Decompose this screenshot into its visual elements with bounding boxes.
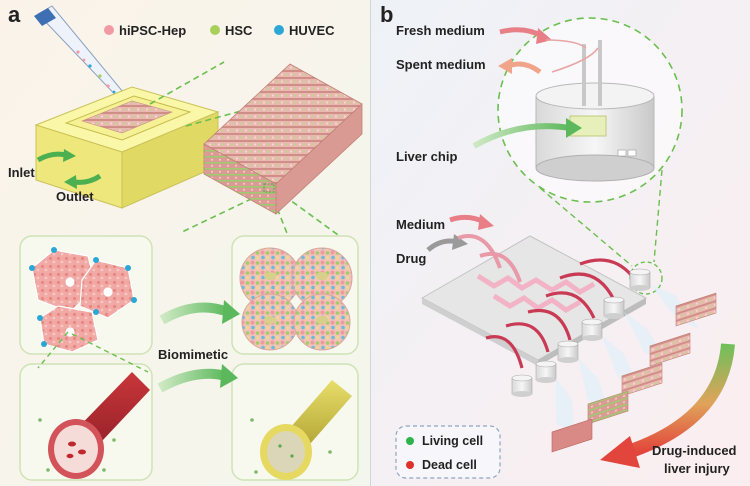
- biomimetic-arrowhead-top: [222, 300, 240, 324]
- liver-chip-label: Liver chip: [396, 149, 458, 164]
- living-cell-label: Living cell: [422, 434, 484, 448]
- biomimetic-arrow-bottom: [157, 368, 228, 393]
- panel-b-letter: b: [380, 2, 394, 27]
- legend-label-huvec: HUVEC: [289, 23, 335, 38]
- inflow-tube: [545, 39, 587, 49]
- dead-cell-label: Dead cell: [422, 458, 477, 472]
- outflow-tube: [551, 47, 599, 73]
- reactor-zoom-connectors: [539, 169, 663, 267]
- legend-label-hipsc-hep: hiPSC-Hep: [119, 23, 187, 38]
- injury-arrowhead: [600, 436, 640, 468]
- drug-injury-label-line1: Drug-induced: [652, 443, 737, 458]
- legend-label-hsc: HSC: [225, 23, 253, 38]
- vessel-zoom-connectors: [37, 331, 149, 373]
- biomimetic-label: Biomimetic: [158, 347, 229, 362]
- spent-medium-label: Spent medium: [396, 57, 486, 72]
- injury-arrow: [625, 343, 735, 459]
- biomimetic-lobule: [239, 247, 353, 351]
- biomimetic-arrow-top: [159, 302, 230, 325]
- result-scaffolds: [551, 292, 717, 453]
- spent-medium-arrowhead: [498, 58, 512, 74]
- drug-injury-label-line2: liver injury: [664, 461, 730, 476]
- inlet-tubes: [457, 234, 522, 283]
- legend-dot-huvec: [274, 25, 284, 35]
- fresh-medium-label: Fresh medium: [396, 23, 485, 38]
- cell-legend-box: [395, 425, 501, 479]
- medium-arrowhead: [478, 214, 494, 230]
- native-vessel: [38, 372, 150, 479]
- legend-dot-hipsc-hep: [104, 25, 114, 35]
- bioreactor: [535, 40, 655, 182]
- outlet-arrowhead: [64, 175, 77, 189]
- small-reactors: [511, 268, 651, 397]
- device-mould: [34, 86, 220, 209]
- liver-chip-arrowhead: [566, 118, 582, 138]
- biomimetic-arrowhead-bottom: [220, 364, 238, 388]
- panel-a-letter: a: [8, 2, 21, 27]
- scaffold-block: [203, 63, 363, 215]
- drug-label: Drug: [396, 251, 427, 266]
- medium-label: Medium: [396, 217, 446, 232]
- liver-chip-arrow: [472, 123, 571, 149]
- outlet-label: Outlet: [56, 189, 94, 204]
- legend-dot-hsc: [210, 25, 220, 35]
- inlet-label: Inlet: [8, 165, 35, 180]
- dead-cell-dot: [406, 461, 414, 469]
- inlet-arrowhead: [63, 149, 76, 162]
- outlet-tubes: [485, 258, 634, 369]
- biomimetic-vessel: [250, 380, 352, 480]
- drug-arrowhead: [452, 234, 468, 250]
- living-cell-dot: [406, 437, 414, 445]
